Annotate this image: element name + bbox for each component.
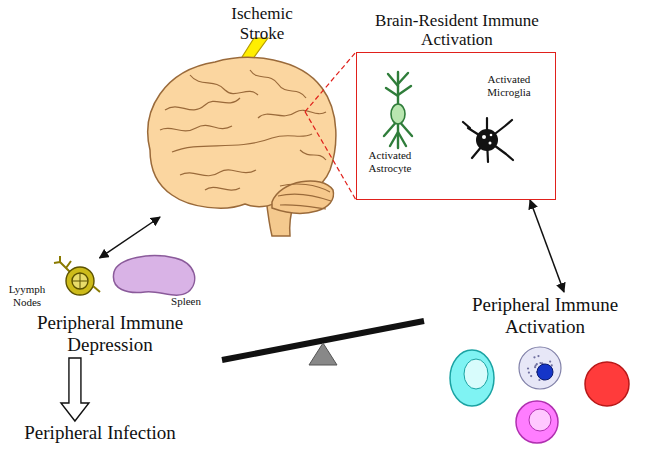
brain-illustration: [148, 58, 336, 236]
infection-node: Peripheral Infection: [5, 421, 195, 447]
microglia-icon: [482, 135, 486, 139]
brain-folds: [280, 184, 330, 192]
astrocyte-icon: [384, 72, 412, 148]
stroke-brain-node: Ischemic Stroke: [145, 2, 305, 217]
brain-folds: [180, 170, 256, 176]
connector-arrow: [61, 358, 89, 421]
brain-folds: [172, 134, 312, 152]
brain-folds: [160, 125, 232, 130]
seesaw: [222, 321, 424, 365]
brain-folds: [250, 70, 306, 98]
cell-label-node: Activated Microglia: [473, 73, 545, 107]
immune-cells: [538, 379, 540, 381]
immune-cells: [530, 375, 532, 377]
lymph-node-icon: [54, 256, 100, 295]
immune-cells: [450, 350, 494, 406]
immune-cells: [464, 359, 488, 389]
lymph-node-icon: [66, 267, 94, 295]
immune-cells: [527, 355, 553, 381]
lymph-node-icon: [54, 256, 71, 272]
zoom-leader-lines: [305, 52, 356, 200]
immune-cells: [527, 367, 529, 369]
node-label: Brain-Resident Immune Activation: [362, 11, 552, 50]
brain-folds: [258, 110, 326, 118]
connector-arrow: [530, 200, 564, 292]
spleen-icon: [113, 256, 194, 295]
astrocyte-icon: [386, 73, 411, 96]
immune-cells: [549, 360, 551, 362]
node-label: Ischemic Stroke: [212, 4, 312, 43]
connector-arrow: [100, 217, 161, 258]
node-label: Peripheral Infection: [5, 422, 195, 444]
zoom-inset-box: Brain-Resident Immune ActivationActivate…: [356, 52, 556, 200]
brain-folds: [205, 187, 240, 190]
node-label: Spleen: [163, 295, 209, 308]
immune-cells: [529, 409, 551, 431]
node-label: Peripheral Immune Activation: [450, 294, 640, 338]
node-label: Lyymph Nodes: [5, 283, 49, 308]
immune-cells: [585, 362, 629, 406]
immune-cells: [537, 355, 539, 357]
lymph-node-icon: [93, 286, 100, 292]
immune-cells: [450, 347, 629, 443]
immune-activation-node: Peripheral Immune Activation: [450, 292, 640, 348]
brain-folds: [278, 194, 331, 201]
seesaw: [309, 343, 337, 365]
brain-folds: [300, 150, 326, 160]
immune-cells: [533, 356, 535, 358]
immune-cells: [519, 347, 561, 389]
brain-folds: [280, 205, 326, 209]
microglia-icon: [476, 129, 498, 151]
microglia-icon: [463, 118, 513, 162]
node-label: Peripheral Immune Depression: [5, 312, 215, 356]
immune-cells: [537, 364, 553, 380]
immune-cells: [536, 363, 538, 365]
cell-label-node: Activated Astrocyte: [359, 149, 421, 183]
lymph-node-icon: [72, 273, 88, 289]
immune-cells: [528, 371, 530, 373]
brain-folds: [160, 70, 331, 209]
brain-folds: [190, 75, 258, 95]
microglia-icon: [489, 142, 492, 145]
brain-folds: [165, 98, 240, 110]
node-label: Activated Astrocyte: [359, 149, 421, 174]
microglia-icon: [463, 118, 513, 162]
node-label: Activated Microglia: [473, 73, 545, 98]
cerebellum: [272, 181, 334, 213]
astrocyte-icon: [391, 104, 405, 124]
immune-depression-node: Lyymph Nodes SpleenPeripheral Immune Depr…: [5, 258, 215, 358]
microglia-icon: [490, 134, 493, 137]
lymph-node-icon: [72, 273, 88, 289]
microglia-icon: [463, 118, 513, 162]
immune-cells: [516, 401, 558, 443]
